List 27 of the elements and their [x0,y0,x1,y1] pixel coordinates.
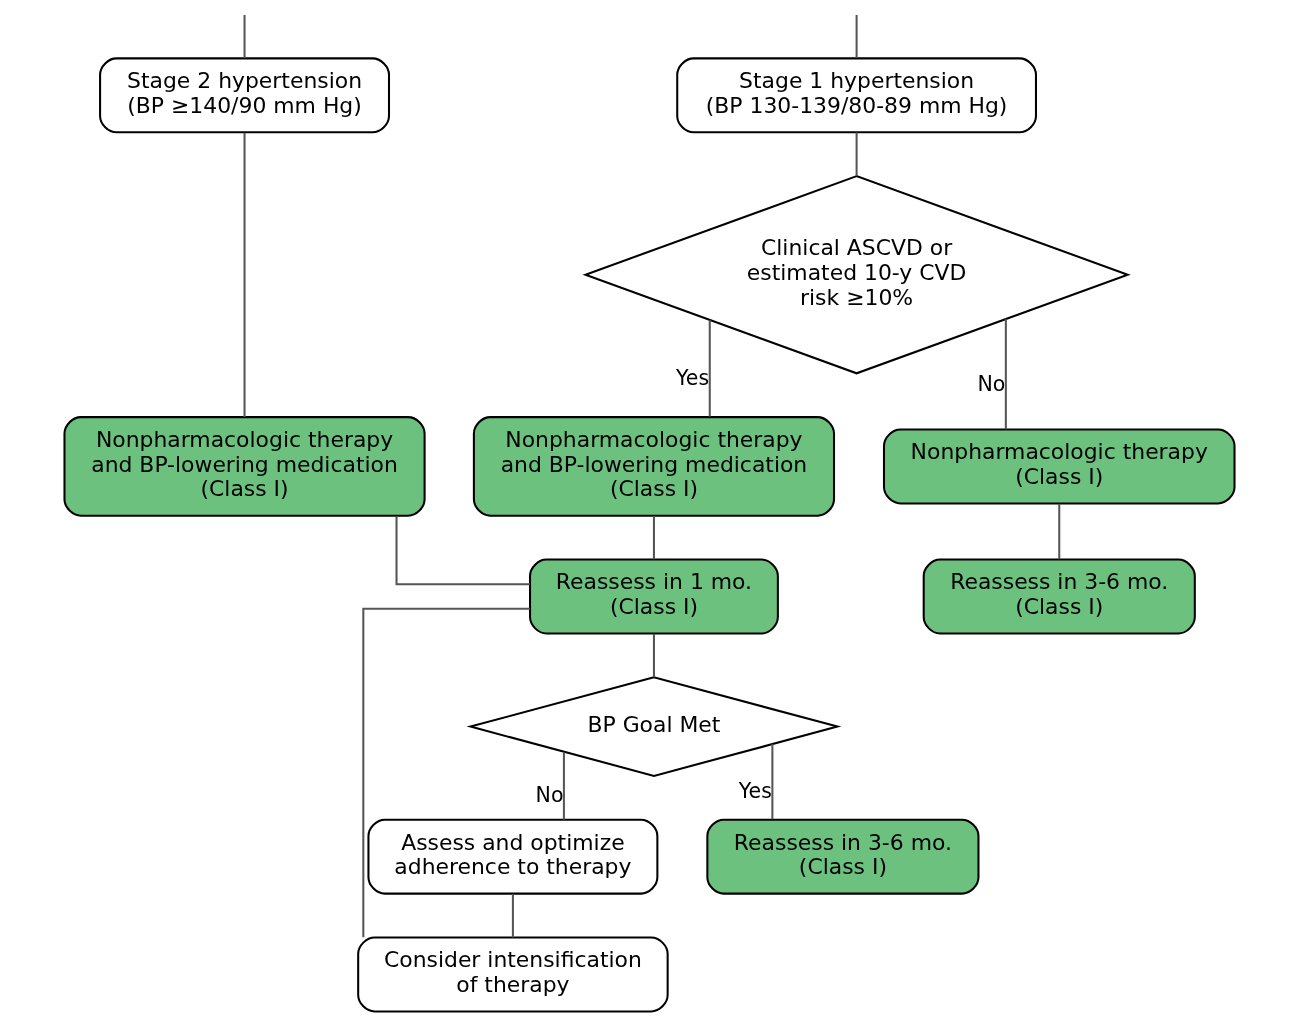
node-box: Stage 2 hypertension (BP ≥140/90 mm Hg) [99,57,391,134]
connector [1058,503,1061,560]
node-box: Assess and optimize adherence to therapy [367,818,659,895]
connector [395,516,530,586]
node-box: Reassess in 3-6 mo. (Class I) [922,558,1196,635]
edge-label: No [535,783,564,808]
connector [511,893,514,938]
connector [362,607,530,938]
node-box: Reassess in 1 mo. (Class I) [529,558,779,635]
connector [652,516,655,560]
node-box: Consider intensification of therapy [357,936,669,1013]
connector [243,132,246,417]
node-diamond: BP Goal Met [466,676,842,777]
connector [652,633,655,678]
connector [771,744,774,820]
node-box: Stage 1 hypertension (BP 130-139/80-89 mm Hg) [676,57,1037,134]
connector [243,15,246,59]
connector [562,752,565,820]
edge-label: Yes [738,779,772,804]
node-box: Nonpharmacologic therapy and BP-lowering medication (Class I) [63,416,426,517]
connector [1004,319,1007,430]
node-box: Reassess in 3-6 mo. (Class I) [706,818,980,895]
connector [855,15,858,59]
connector [708,320,711,417]
node-box: Nonpharmacologic therapy and BP-lowering medication (Class I) [472,416,836,517]
node-box: Nonpharmacologic therapy (Class I) [882,428,1236,505]
connector [855,132,858,176]
